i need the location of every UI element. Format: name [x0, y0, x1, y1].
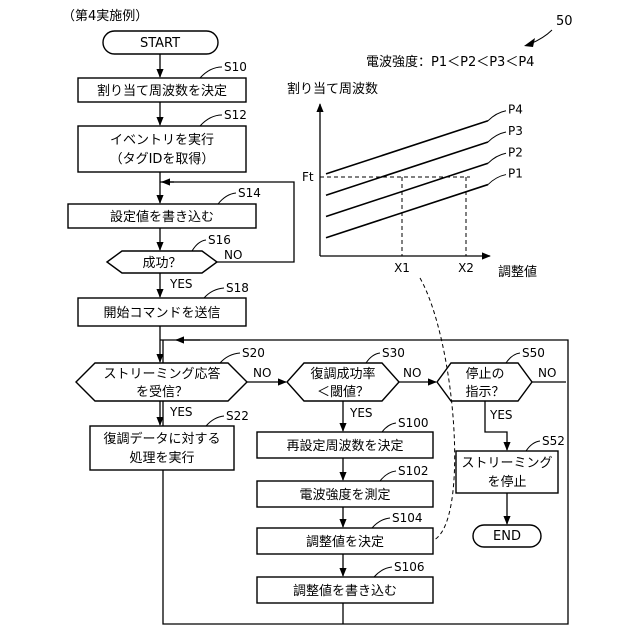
step-s50-line1: 停止の [465, 366, 504, 382]
figure-ref-arrowhead [524, 38, 535, 47]
step-s52-id: S52 [542, 434, 565, 448]
step-s102-text: 電波強度を測定 [299, 487, 390, 503]
step-s18-leader [204, 288, 224, 298]
series-line-p2 [326, 163, 488, 216]
chart-y-axis-label: 割り当て周波数 [287, 81, 378, 97]
series-label-p3: P3 [508, 124, 523, 138]
step-s106-text: 調整値を書き込む [293, 583, 397, 599]
series-label-p1: P1 [508, 167, 523, 181]
step-s22-leader [206, 416, 224, 426]
step-s10-leader [200, 67, 222, 78]
step-s10-id: S10 [224, 60, 247, 74]
step-s102-id: S102 [398, 464, 429, 478]
step-s14-id: S14 [238, 186, 261, 200]
step-s12-line2: （タグIDを取得） [110, 151, 215, 167]
step-s20-no-label: NO [253, 366, 271, 380]
step-s22-id: S22 [226, 409, 249, 423]
step-s22-line2: 処理を実行 [129, 450, 194, 466]
step-s50-leader [506, 353, 520, 363]
chart-title: 電波強度：P1＜P2＜P3＜P4 [366, 54, 534, 70]
step-s30-no-label: NO [403, 366, 421, 380]
step-s30-yes-label: YES [349, 406, 373, 420]
step-s16-id: S16 [208, 233, 231, 247]
step-s30-leader [366, 353, 380, 363]
step-s30-line1: 復調成功率 [310, 366, 375, 382]
series-line-p4 [326, 121, 488, 174]
series-label-p2: P2 [508, 145, 523, 159]
series-leader-p4 [488, 111, 506, 121]
figure-ref-label: 50 [556, 14, 573, 29]
step-s52-leader [526, 441, 540, 451]
series-line-p3 [326, 142, 488, 195]
step-s50-no-label: NO [538, 366, 556, 380]
step-s14-leader [218, 193, 236, 204]
step-s20-line1: ストリーミング応答 [103, 366, 220, 382]
step-s12-id: S12 [224, 108, 247, 122]
step-s12-leader [200, 115, 222, 126]
end-label: END [493, 529, 521, 544]
step-s52-line2: を停止 [487, 474, 526, 490]
step-s12-line1: イベントリを実行 [110, 132, 214, 148]
series-leader-p1 [488, 175, 506, 185]
step-s106-id: S106 [394, 560, 425, 574]
step-s16-leader [192, 240, 206, 251]
step-s20-id: S20 [242, 346, 265, 360]
step-s50-line2: 指示？ [465, 385, 504, 400]
step-s50-id: S50 [522, 346, 545, 360]
step-s102-leader [380, 471, 396, 481]
chart-x-axis-label: 調整値 [498, 264, 537, 280]
step-s18-text: 開始コマンドを送信 [103, 306, 220, 321]
step-s30-id: S30 [382, 346, 405, 360]
ref-x1-label: X1 [394, 261, 410, 275]
step-s30-line2: ＜閾値？ [317, 384, 369, 400]
step-s106-leader [374, 567, 392, 577]
step-s22-line1: 復調データに対する [103, 431, 220, 447]
series-label-p4: P4 [508, 103, 523, 117]
step-s16-yes-label: YES [169, 277, 193, 291]
step-s20-line2: を受信？ [136, 385, 188, 400]
step-s100-id: S100 [398, 416, 429, 430]
ref-x2-label: X2 [458, 261, 474, 275]
ref-ft-label: Ft [302, 170, 314, 184]
step-s100-text: 再設定周波数を決定 [286, 438, 403, 454]
step-s14-text: 設定値を書き込む [110, 209, 214, 225]
chart-series-group: P1 P2 P3 P4 [326, 103, 523, 238]
series-leader-p2 [488, 153, 506, 163]
step-s104-leader [372, 518, 390, 528]
step-s52-line1: ストリーミング [461, 456, 552, 471]
embodiment-label: （第4実施例） [62, 8, 148, 24]
step-s16-no-label: NO [224, 248, 242, 262]
step-s104-text: 調整値を決定 [306, 534, 384, 550]
start-label: START [140, 36, 180, 51]
step-s20-yes-label: YES [169, 405, 193, 419]
step-s10-text: 割り当て周波数を決定 [97, 83, 227, 99]
step-s50-yes-label: YES [489, 408, 513, 422]
series-line-p1 [326, 185, 488, 238]
series-leader-p3 [488, 132, 506, 142]
step-s100-leader [382, 423, 396, 432]
step-s18-id: S18 [226, 281, 249, 295]
step-s104-id: S104 [392, 511, 423, 525]
step-s20-leader [220, 353, 240, 363]
step-s16-text: 成功？ [142, 256, 181, 271]
